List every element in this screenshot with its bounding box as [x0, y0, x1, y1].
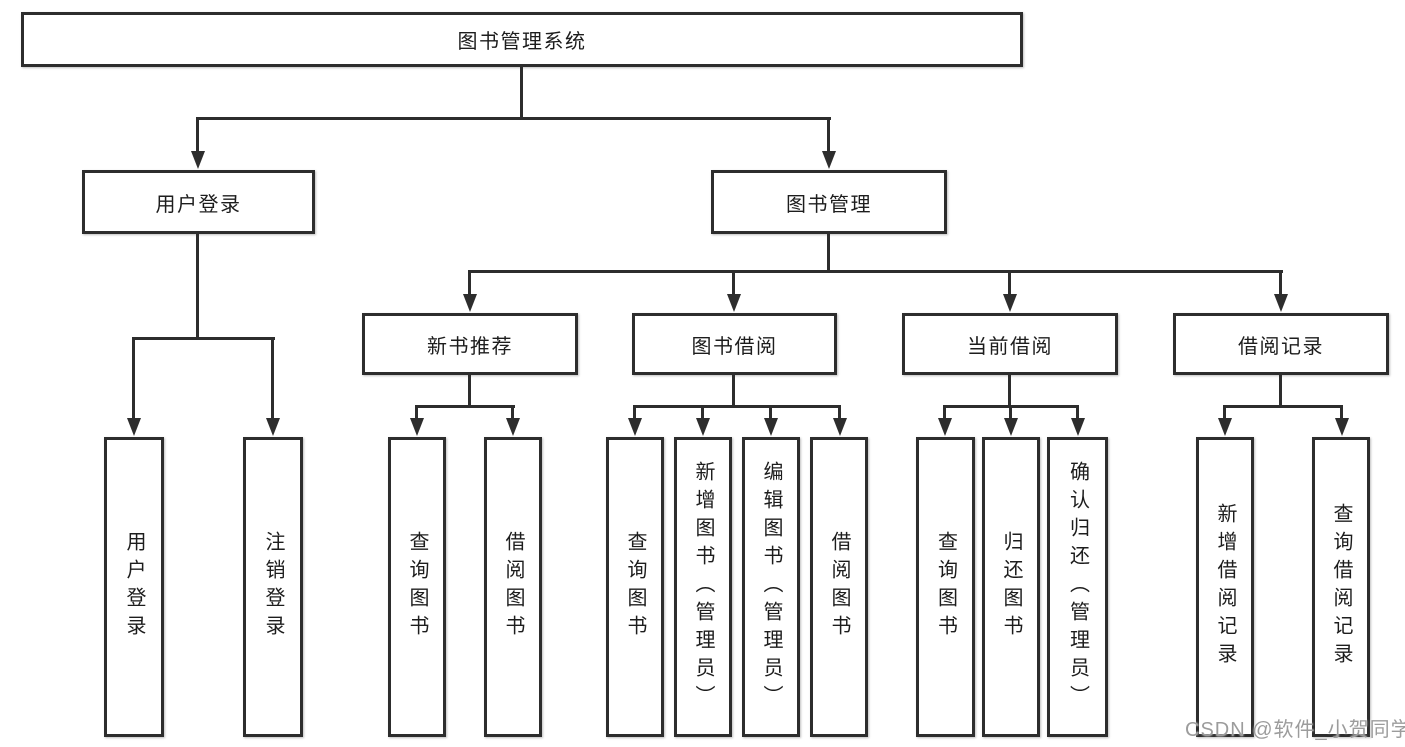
- branch-box-book-borrow: 图书借阅: [632, 313, 837, 375]
- arrowhead-down: [410, 418, 424, 436]
- leaf-box-cb-query-books: 查询图书: [916, 437, 975, 737]
- connector-line: [633, 405, 841, 408]
- arrowhead-down: [127, 418, 141, 436]
- connector-line: [701, 405, 704, 422]
- root-box-library-system: 图书管理系统: [21, 12, 1023, 67]
- connector-line: [943, 405, 946, 422]
- connector-line: [1279, 374, 1282, 408]
- leaf-box-br-query-record: 查询借阅记录: [1312, 437, 1370, 737]
- arrowhead-down: [1004, 418, 1018, 436]
- arrowhead-down: [764, 418, 778, 436]
- arrowhead-down: [696, 418, 710, 436]
- leaf-box-br-add-record: 新增借阅记录: [1196, 437, 1254, 737]
- connector-line: [1008, 270, 1011, 298]
- connector-line: [196, 233, 199, 340]
- connector-line: [1223, 405, 1226, 422]
- connector-line: [1279, 270, 1282, 298]
- leaf-box-bb-query-books: 查询图书: [606, 437, 664, 737]
- connector-line: [415, 405, 515, 408]
- connector-line: [1340, 405, 1343, 422]
- arrowhead-down: [506, 418, 520, 436]
- connector-line: [468, 270, 1283, 273]
- leaf-box-nb-borrow-books: 借阅图书: [484, 437, 542, 737]
- branch-box-borrow-records: 借阅记录: [1173, 313, 1389, 375]
- branch-box-current-borrow: 当前借阅: [902, 313, 1118, 375]
- arrowhead-down: [1274, 294, 1288, 312]
- connector-line: [415, 405, 418, 422]
- connector-line: [633, 405, 636, 422]
- connector-line: [769, 405, 772, 422]
- arrowhead-down: [833, 418, 847, 436]
- connector-line: [132, 337, 275, 340]
- branch-box-user-login: 用户登录: [82, 170, 315, 234]
- leaf-box-cb-confirm-return-admin: 确认归还（管理员）: [1047, 437, 1108, 737]
- connector-line: [271, 337, 274, 422]
- leaf-box-bb-edit-books-admin: 编辑图书（管理员）: [742, 437, 800, 737]
- leaf-box-user-login: 用户登录: [104, 437, 164, 737]
- arrowhead-down: [1071, 418, 1085, 436]
- connector-line: [1076, 405, 1079, 422]
- arrowhead-down: [822, 151, 836, 169]
- arrowhead-down: [191, 151, 205, 169]
- connector-line: [827, 117, 830, 155]
- connector-line: [511, 405, 514, 422]
- connector-line: [197, 117, 831, 120]
- connector-line: [732, 374, 735, 408]
- arrowhead-down: [938, 418, 952, 436]
- arrowhead-down: [628, 418, 642, 436]
- connector-line: [827, 233, 830, 273]
- connector-line: [1008, 374, 1011, 408]
- connector-line: [468, 374, 471, 408]
- leaf-box-bb-borrow-books: 借阅图书: [810, 437, 868, 737]
- connector-line: [838, 405, 841, 422]
- csdn-watermark: CSDN @软件_小贺同学: [1185, 719, 1405, 741]
- connector-line: [1223, 405, 1343, 408]
- arrowhead-down: [727, 294, 741, 312]
- leaf-box-cb-return-books: 归还图书: [982, 437, 1040, 737]
- arrowhead-down: [463, 294, 477, 312]
- arrowhead-down: [1218, 418, 1232, 436]
- leaf-box-logout: 注销登录: [243, 437, 303, 737]
- connector-line: [132, 337, 135, 422]
- connector-line: [196, 117, 199, 155]
- connector-line: [1009, 405, 1012, 422]
- arrowhead-down: [1335, 418, 1349, 436]
- arrowhead-down: [266, 418, 280, 436]
- leaf-box-bb-add-books-admin: 新增图书（管理员）: [674, 437, 732, 737]
- branch-box-book-management: 图书管理: [711, 170, 947, 234]
- connector-line: [468, 270, 471, 298]
- connector-line: [732, 270, 735, 298]
- leaf-box-nb-query-books: 查询图书: [388, 437, 446, 737]
- branch-box-new-book-recommend: 新书推荐: [362, 313, 578, 375]
- connector-line: [520, 66, 523, 120]
- arrowhead-down: [1003, 294, 1017, 312]
